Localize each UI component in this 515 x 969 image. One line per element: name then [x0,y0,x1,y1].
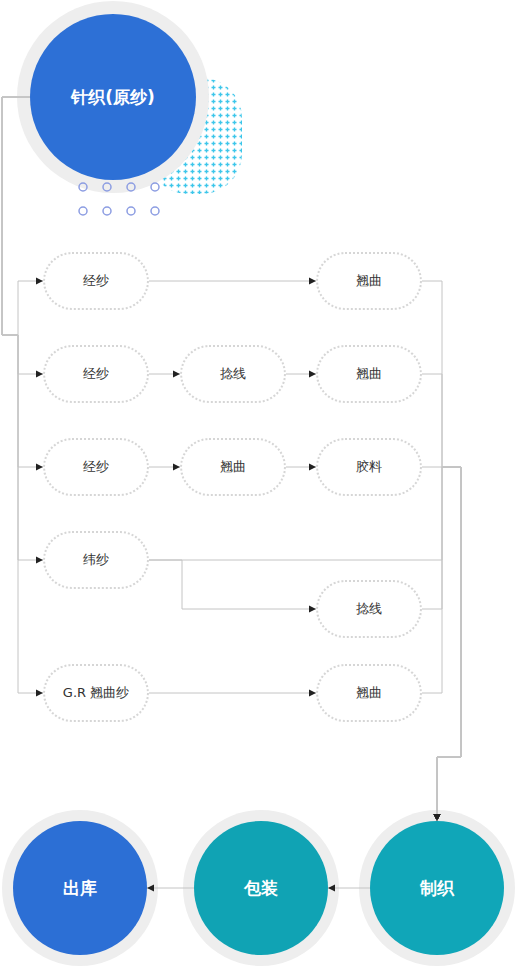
flow-connector [286,374,316,375]
process-pill: 捻线 [180,345,286,403]
node-label: 经纱 [83,272,109,290]
stage-circle: 出库 [13,821,147,955]
flow-connector [2,97,43,693]
flow-connector [149,693,316,694]
node-label: 纬纱 [83,551,109,569]
circle-ring [359,810,515,966]
process-pill: G.R 翘曲纱 [43,664,149,722]
node-label: 翘曲 [356,684,382,702]
process-pill: 捻线 [316,580,422,638]
flow-connector [2,97,43,335]
process-pill: 翘曲 [316,664,422,722]
node-label: 经纱 [83,458,109,476]
flow-connector [286,467,316,468]
flow-connector [2,97,43,374]
node-label: 翘曲 [220,458,246,476]
flow-connector [422,467,461,821]
flow-connector [422,467,461,821]
flow-connector [422,467,461,821]
stage-circle: 针织(原纱) [30,14,196,180]
circle-ring [183,810,339,966]
stage-circle: 制织 [370,821,504,955]
ring-dots [79,183,159,215]
flow-connector [422,374,461,821]
process-pill: 翘曲 [316,252,422,310]
flow-connector [328,888,370,889]
flow-connector [2,97,43,467]
process-pill: 经纱 [43,345,149,403]
node-label: G.R 翘曲纱 [63,684,129,702]
node-label: 出库 [63,877,97,900]
node-label: 翘曲 [356,272,382,290]
process-pill: 胶料 [316,438,422,496]
flow-connector [149,374,180,375]
node-label: 捻线 [356,600,382,618]
node-label: 经纱 [83,365,109,383]
node-label: 胶料 [356,458,382,476]
process-pill: 纬纱 [43,531,149,589]
process-pill: 经纱 [43,438,149,496]
node-label: 翘曲 [356,365,382,383]
flow-connector [422,281,461,821]
stage-circle: 包装 [194,821,328,955]
node-label: 包装 [244,877,278,900]
node-label: 针织(原纱) [71,86,155,109]
flow-connector [149,467,180,468]
circle-ring [17,1,209,193]
flow-connector [149,467,461,821]
node-label: 制织 [420,877,454,900]
flow-connector [147,888,194,889]
flow-connector [2,97,43,560]
circle-ring [2,810,158,966]
process-pill: 翘曲 [316,345,422,403]
flow-connector [149,560,316,609]
process-pill: 经纱 [43,252,149,310]
node-label: 捻线 [220,365,246,383]
flow-connector [149,281,316,282]
process-pill: 翘曲 [180,438,286,496]
